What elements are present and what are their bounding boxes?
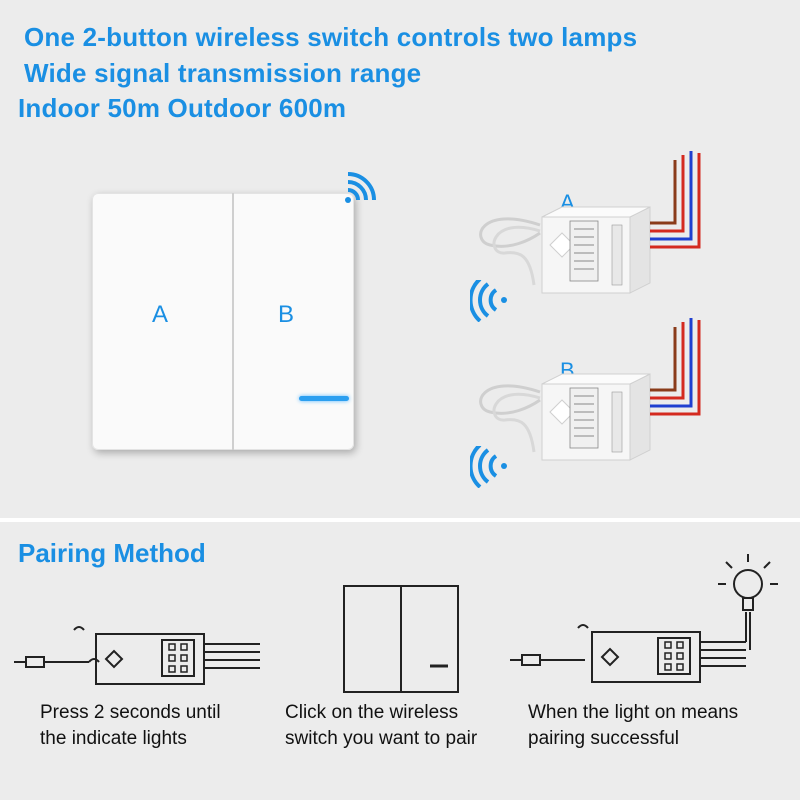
indicator-led: [299, 396, 349, 401]
button-b-label: B: [278, 301, 295, 328]
pairing-step-3: When the light on means pairing successf…: [528, 700, 788, 752]
receiver-with-lamp-icon: [510, 554, 778, 683]
receiver-b-signal-icon: [470, 446, 507, 488]
wireless-switch: A B: [92, 193, 354, 450]
switch-divider: [232, 193, 234, 450]
pairing-section: Pairing Method: [0, 522, 800, 800]
wifi-signal-icon: [345, 172, 376, 203]
section-separator: [0, 518, 800, 522]
button-a-label: A: [152, 301, 169, 328]
pairing-title: Pairing Method: [18, 538, 206, 568]
product-overview: One 2-button wireless switch controls tw…: [18, 22, 701, 488]
step-3-line1: When the light on means: [528, 702, 739, 723]
receiver-outline-icon: [14, 626, 260, 685]
receiver-b: [479, 318, 701, 461]
receiver-a-signal-icon: [470, 280, 507, 322]
step-3-line2: pairing successful: [528, 728, 680, 749]
headline-line3: Indoor 50m Outdoor 600m: [18, 93, 347, 123]
pairing-step-2: Click on the wireless switch you want to…: [285, 700, 525, 752]
receiver-a: [479, 151, 701, 294]
headline-line2: Wide signal transmission range: [24, 58, 422, 88]
step-1-line2: the indicate lights: [40, 728, 187, 749]
headline-line1: One 2-button wireless switch controls tw…: [24, 22, 638, 52]
pairing-step-1: Press 2 seconds until the indicate light…: [40, 700, 290, 752]
switch-outline-icon: [343, 585, 459, 693]
step-1-line1: Press 2 seconds until: [40, 702, 221, 723]
step-2-line2: switch you want to pair: [285, 728, 478, 749]
step-2-line1: Click on the wireless: [285, 702, 459, 723]
